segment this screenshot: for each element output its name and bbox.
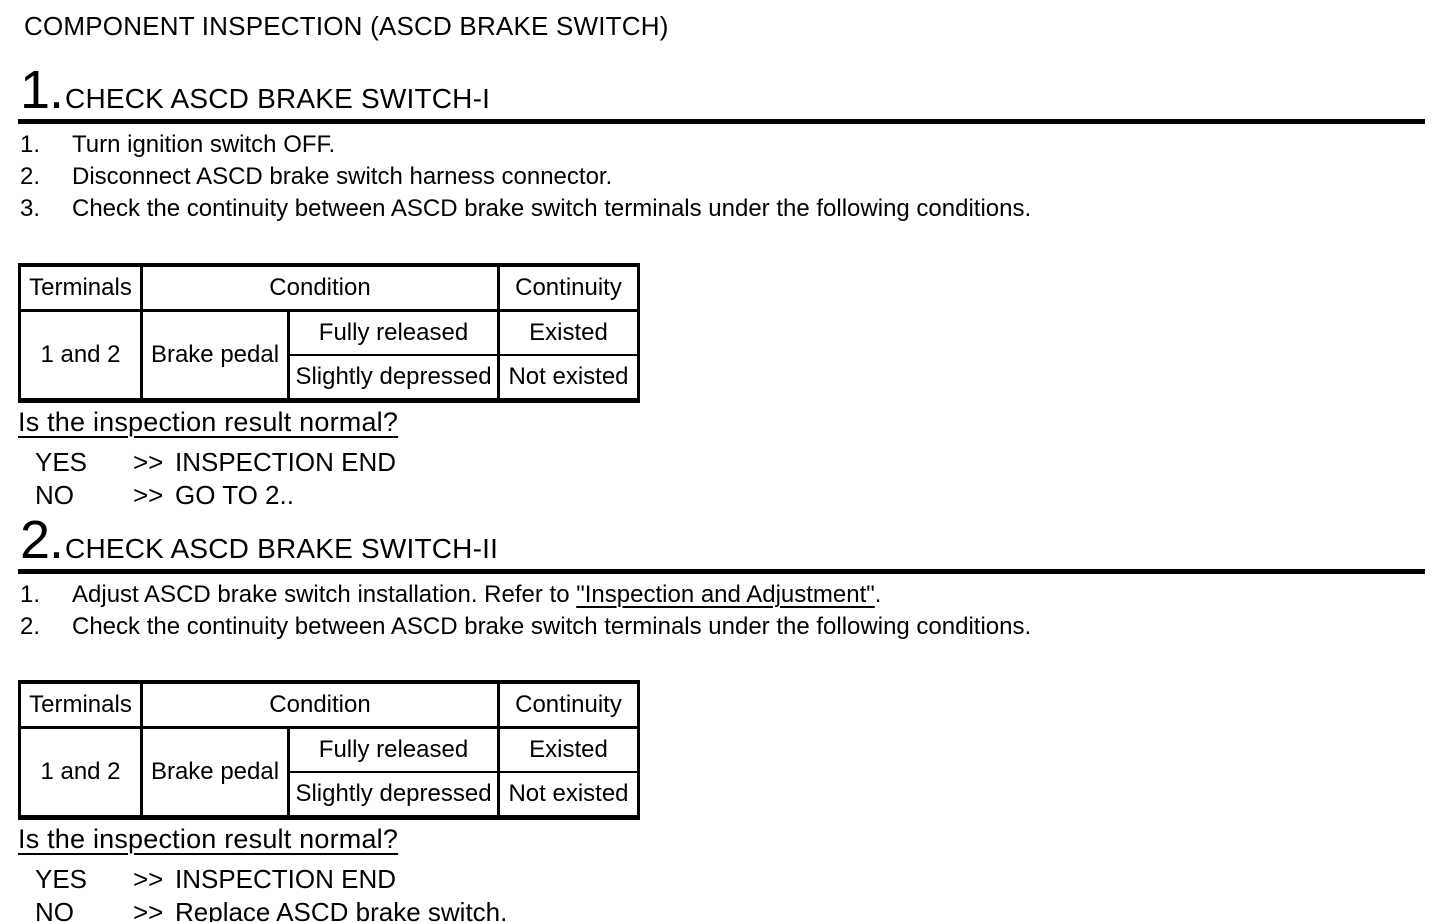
section-1-number: 1. xyxy=(20,60,64,120)
cell-condition: Fully released xyxy=(287,309,500,356)
result-arrow: >> xyxy=(133,897,164,922)
section-1-steps: 1. Turn ignition switch OFF. 2. Disconne… xyxy=(18,129,1456,225)
result-answer: YES xyxy=(35,447,88,477)
page-title: COMPONENT INSPECTION (ASCD BRAKE SWITCH) xyxy=(24,11,669,41)
step-text: Adjust ASCD brake switch installation. R… xyxy=(72,579,881,611)
result-action: Replace ASCD brake switch. xyxy=(175,897,508,922)
table-row: Slightly depressed Not existed xyxy=(20,771,640,819)
step-number: 2. xyxy=(20,163,41,190)
result-row-no: NO >> Replace ASCD brake switch. xyxy=(35,896,1456,922)
section-1-results: YES >> INSPECTION END NO >> GO TO 2.. xyxy=(35,446,1456,512)
cell-continuity: Existed xyxy=(497,309,640,356)
table-row: 1 and 2 Brake pedal Fully released Exist… xyxy=(18,309,640,402)
section-2-title: CHECK ASCD BRAKE SWITCH-II xyxy=(65,533,499,564)
step-text: Check the continuity between ASCD brake … xyxy=(72,195,1032,222)
col-header-condition: Condition xyxy=(140,263,500,312)
col-header-continuity: Continuity xyxy=(497,680,640,729)
section-1-title: CHECK ASCD BRAKE SWITCH-I xyxy=(65,83,491,114)
result-arrow: >> xyxy=(133,480,164,510)
result-row-yes: YES >> INSPECTION END xyxy=(35,863,1456,896)
cell-condition: Fully released xyxy=(287,726,500,773)
inspection-adjustment-link[interactable]: "Inspection and Adjustment" xyxy=(576,581,875,608)
result-answer: YES xyxy=(35,864,88,894)
col-header-continuity: Continuity xyxy=(497,263,640,312)
continuity-table-1: Terminals Condition Continuity 1 and 2 B… xyxy=(18,263,640,403)
step-text: Check the continuity between ASCD brake … xyxy=(72,613,1032,640)
step-text: Turn ignition switch OFF. xyxy=(72,131,336,158)
table-row: Slightly depressed Not existed xyxy=(20,354,640,402)
col-header-condition: Condition xyxy=(140,680,500,729)
section-1-rule xyxy=(18,119,1425,124)
section-2-steps: 1. Adjust ASCD brake switch installation… xyxy=(18,579,1456,643)
result-row-no: NO >> GO TO 2.. xyxy=(35,479,1456,512)
cell-continuity: Not existed xyxy=(497,354,640,402)
cell-condition-group: Brake pedal xyxy=(140,309,290,402)
result-arrow: >> xyxy=(133,447,164,477)
cell-continuity: Not existed xyxy=(497,771,640,819)
result-arrow: >> xyxy=(133,864,164,894)
step-item: 2. Disconnect ASCD brake switch harness … xyxy=(18,161,1456,193)
result-action: INSPECTION END xyxy=(175,864,397,894)
cell-terminals: 1 and 2 xyxy=(18,309,143,402)
cell-condition-group: Brake pedal xyxy=(140,726,290,819)
step-number: 2. xyxy=(20,613,41,640)
inspection-question: Is the inspection result normal? xyxy=(18,824,399,854)
result-answer: NO xyxy=(35,897,74,922)
step-number: 1. xyxy=(20,581,41,608)
step-text: Disconnect ASCD brake switch harness con… xyxy=(72,163,613,190)
step-number: 1. xyxy=(20,131,41,158)
table-row: 1 and 2 Brake pedal Fully released Exist… xyxy=(18,726,640,819)
section-2-results: YES >> INSPECTION END NO >> Replace ASCD… xyxy=(35,863,1456,922)
col-header-terminals: Terminals xyxy=(18,680,143,729)
section-2-heading: 2. CHECK ASCD BRAKE SWITCH-II xyxy=(20,510,1456,570)
result-action: INSPECTION END xyxy=(175,447,397,477)
col-header-terminals: Terminals xyxy=(18,263,143,312)
result-answer: NO xyxy=(35,480,74,510)
inspection-question: Is the inspection result normal? xyxy=(18,407,399,437)
section-1-heading: 1. CHECK ASCD BRAKE SWITCH-I xyxy=(20,60,1456,120)
step-item: 2. Check the continuity between ASCD bra… xyxy=(18,611,1456,643)
section-2-number: 2. xyxy=(20,510,64,570)
cell-terminals: 1 and 2 xyxy=(18,726,143,819)
step-item: 3. Check the continuity between ASCD bra… xyxy=(18,193,1456,225)
table-header-row: Terminals Condition Continuity xyxy=(18,680,640,729)
section-2-rule xyxy=(18,569,1425,574)
step-item: 1. Turn ignition switch OFF. xyxy=(18,129,1456,161)
cell-condition: Slightly depressed xyxy=(287,354,500,402)
cell-condition: Slightly depressed xyxy=(287,771,500,819)
step-text-prefix: Adjust ASCD brake switch installation. R… xyxy=(72,581,577,608)
step-item: 1. Adjust ASCD brake switch installation… xyxy=(18,579,1456,611)
result-row-yes: YES >> INSPECTION END xyxy=(35,446,1456,479)
cell-continuity: Existed xyxy=(497,726,640,773)
step-number: 3. xyxy=(20,195,41,222)
result-action: GO TO 2.. xyxy=(175,480,294,510)
step-text-suffix: . xyxy=(874,581,882,608)
continuity-table-2: Terminals Condition Continuity 1 and 2 B… xyxy=(18,680,640,820)
table-header-row: Terminals Condition Continuity xyxy=(18,263,640,312)
